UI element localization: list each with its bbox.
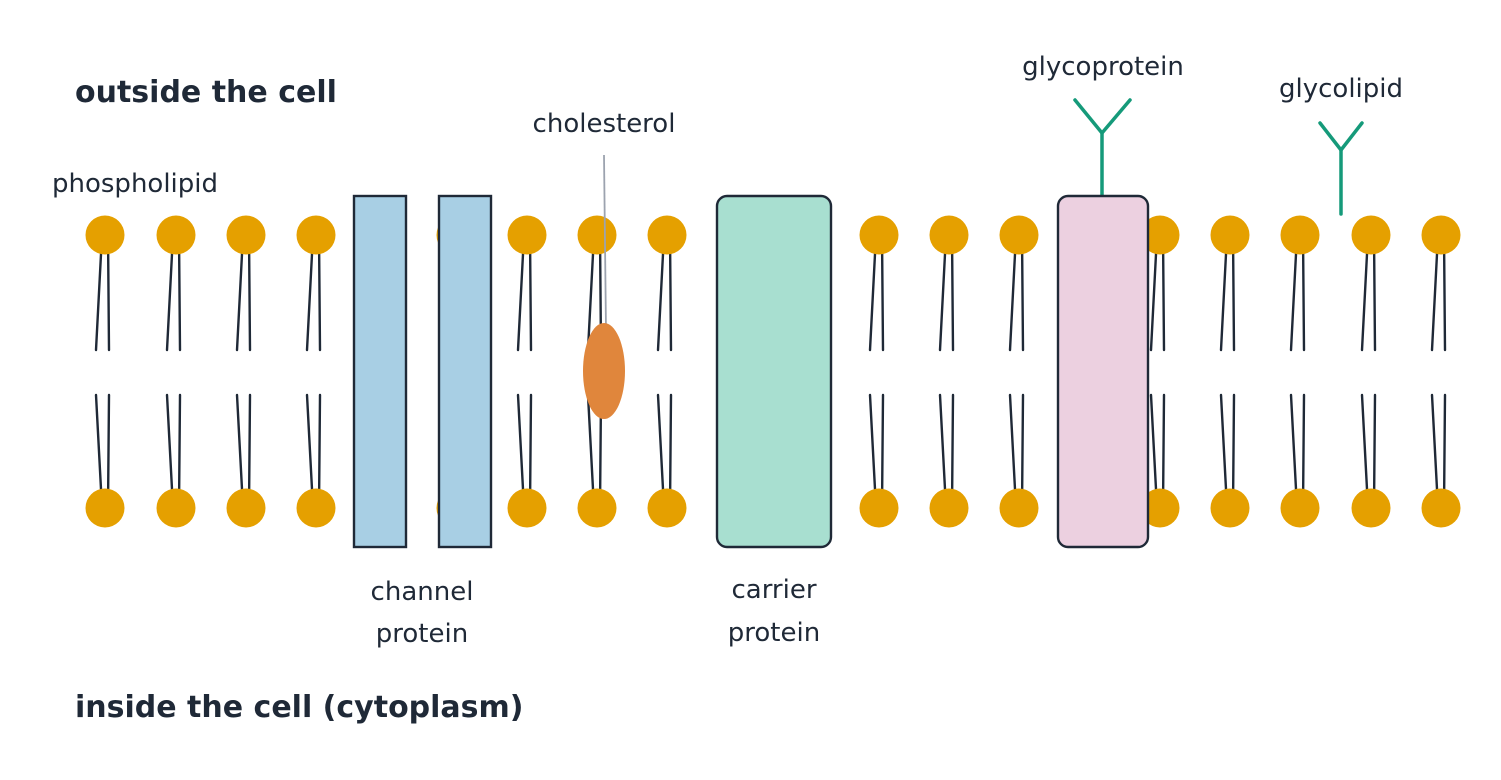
phospholipid-head — [999, 488, 1039, 528]
phospholipid-heads — [85, 215, 1461, 528]
phospholipid-head — [226, 215, 266, 255]
glycoprotein-label: glycoprotein — [1022, 52, 1184, 82]
phospholipid-head — [859, 488, 899, 528]
cholesterol-pointer-line — [603, 154, 607, 331]
phospholipid-head — [1280, 215, 1320, 255]
phospholipid-head — [1421, 488, 1461, 528]
phospholipid-tail — [1360, 233, 1370, 352]
phospholipid-tail — [94, 233, 104, 352]
phospholipid-head — [226, 488, 266, 528]
phospholipid-label: phospholipid — [52, 169, 218, 199]
channel-protein-label-line2: protein — [376, 619, 468, 649]
phospholipid-tail — [305, 233, 315, 352]
inside-cell-label: inside the cell (cytoplasm) — [75, 690, 524, 725]
phospholipid-tail — [165, 233, 175, 352]
outside-cell-label: outside the cell — [75, 75, 337, 110]
phospholipid-head — [1140, 488, 1180, 528]
phospholipid-head — [647, 215, 687, 255]
phospholipid-head — [999, 215, 1039, 255]
phospholipid-head — [156, 215, 196, 255]
phospholipid-head — [507, 215, 547, 255]
phospholipid-tail — [1219, 233, 1229, 352]
phospholipid-head — [85, 215, 125, 255]
carrier-protein — [715, 194, 833, 549]
phospholipid-tail — [1149, 233, 1159, 352]
glycolipid-sugar-chain — [1318, 121, 1364, 216]
phospholipid-head — [507, 488, 547, 528]
channel-protein-left-subunit — [352, 194, 408, 549]
phospholipid-head — [859, 215, 899, 255]
phospholipid-head — [577, 215, 617, 255]
phospholipid-head — [156, 488, 196, 528]
phospholipid-head — [1280, 488, 1320, 528]
phospholipid-head — [1210, 215, 1250, 255]
phospholipid-tail — [1008, 233, 1018, 352]
phospholipid-head — [1421, 215, 1461, 255]
phospholipid-tail — [656, 233, 666, 352]
phospholipid-tail — [1430, 233, 1440, 352]
phospholipid-tail — [1289, 233, 1299, 352]
phospholipid-tail — [586, 233, 596, 352]
phospholipid-head — [647, 488, 687, 528]
phospholipid-tail — [938, 233, 948, 352]
phospholipid-head — [577, 488, 617, 528]
carrier-protein-label-line1: carrier — [731, 575, 816, 605]
channel-protein-right-subunit — [437, 194, 493, 549]
phospholipid-tail — [516, 233, 526, 352]
glycoprotein — [1056, 194, 1150, 549]
glycoprotein-sugar-chain — [1073, 98, 1132, 198]
cholesterol-label: cholesterol — [533, 109, 676, 139]
phospholipid-head — [1140, 215, 1180, 255]
phospholipid-head — [1210, 488, 1250, 528]
carrier-protein-label-line2: protein — [728, 618, 820, 648]
phospholipid-tail — [868, 233, 878, 352]
phospholipid-head — [929, 215, 969, 255]
phospholipid-head — [1351, 215, 1391, 255]
phospholipid-head — [929, 488, 969, 528]
cholesterol-molecule — [583, 323, 625, 419]
phospholipid-head — [296, 215, 336, 255]
phospholipid-tail — [235, 233, 245, 352]
phospholipid-head — [296, 488, 336, 528]
channel-protein-label-line1: channel — [371, 577, 474, 607]
glycolipid-label: glycolipid — [1279, 74, 1403, 104]
phospholipid-head — [85, 488, 125, 528]
phospholipid-head — [1351, 488, 1391, 528]
